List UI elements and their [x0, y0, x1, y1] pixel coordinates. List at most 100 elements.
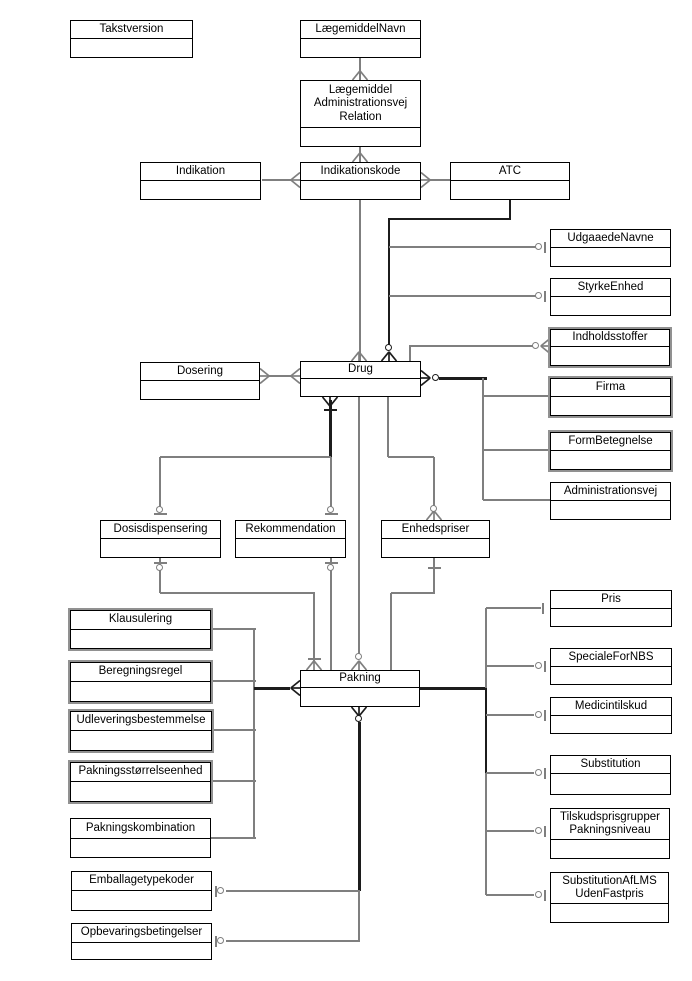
cardinality-one-marker [324, 562, 338, 564]
crow-foot-many-marker [425, 510, 443, 520]
relationship-line [486, 772, 534, 774]
crow-foot-many-marker [540, 337, 550, 355]
entity-beregningsregel[interactable]: Beregningsregel [70, 662, 211, 702]
relationship-line [226, 940, 360, 942]
cardinality-one-marker [215, 935, 217, 947]
relationship-line [211, 628, 256, 630]
relationship-line [226, 890, 360, 892]
entity-dosisdispensering[interactable]: Dosisdispensering [100, 520, 221, 558]
cardinality-one-marker [542, 602, 544, 614]
relationship-line [485, 773, 487, 895]
relationship-line [389, 246, 536, 248]
entity-indikationskode[interactable]: Indikationskode [300, 162, 421, 200]
entity-substitution[interactable]: Substitution [550, 755, 671, 795]
entity-formbetegnelse[interactable]: FormBetegnelse [550, 432, 671, 470]
cardinality-one-marker [307, 658, 321, 660]
cardinality-one-marker [323, 409, 337, 411]
cardinality-zero-marker [534, 242, 542, 250]
cardinality-zero-marker [534, 826, 542, 834]
entity-pakningsstoerrelseenhed[interactable]: Pakningsstørrelseenhed [70, 762, 211, 802]
relationship-line [262, 179, 291, 181]
entity-pakningskombination[interactable]: Pakningskombination [70, 818, 211, 858]
cardinality-one-marker [544, 290, 546, 302]
relationship-line [486, 607, 541, 609]
cardinality-one-marker [544, 709, 546, 721]
relationship-line [211, 780, 256, 782]
entity-pris[interactable]: Pris [550, 590, 672, 627]
relationship-line [328, 400, 332, 457]
entity-indholdsstoffer[interactable]: Indholdsstoffer [550, 329, 670, 366]
relationship-line [160, 592, 315, 594]
entity-takstversion[interactable]: Takstversion [70, 20, 193, 58]
entity-title: Lægemiddel Administrationsvej Relation [301, 81, 420, 128]
entity-title: Medicintilskud [551, 698, 671, 716]
entity-substitutionaflms-udenfastpris[interactable]: SubstitutionAfLMS UdenFastpris [550, 872, 669, 923]
crow-foot-many-marker [350, 351, 368, 361]
relationship-line [387, 397, 389, 457]
crow-foot-many-marker [350, 707, 368, 717]
entity-firma[interactable]: Firma [550, 378, 671, 416]
relationship-line [388, 218, 390, 346]
entity-laegemiddelnavn[interactable]: LægemiddelNavn [300, 20, 421, 58]
entity-enhedspriser[interactable]: Enhedspriser [381, 520, 490, 558]
cardinality-one-marker [544, 241, 546, 253]
entity-title: Emballagetypekoder [72, 872, 211, 891]
cardinality-one-marker [427, 567, 441, 569]
entity-title: Dosisdispensering [101, 521, 220, 539]
entity-rekommendation[interactable]: Rekommendation [235, 520, 346, 558]
cardinality-one-marker [544, 825, 546, 837]
entity-drug[interactable]: Drug [300, 361, 421, 397]
entity-title: Udleveringsbestemmelse [71, 712, 211, 731]
entity-title: Firma [551, 379, 670, 397]
relationship-line [388, 456, 434, 458]
cardinality-zero-marker [534, 710, 542, 718]
entity-dosering[interactable]: Dosering [140, 362, 260, 400]
entity-administrationsvej[interactable]: Administrationsvej [550, 482, 671, 520]
entity-title: Pakningskombination [71, 819, 210, 839]
relationship-line [253, 629, 255, 838]
relationship-line [485, 688, 487, 773]
relationship-line [391, 592, 434, 594]
entity-title: Beregningsregel [71, 663, 210, 682]
crow-foot-many-marker [351, 152, 369, 162]
entity-emballagetypekoder[interactable]: Emballagetypekoder [71, 871, 212, 911]
cardinality-zero-marker [216, 936, 224, 944]
entity-title: Klausulering [71, 611, 210, 630]
relationship-line [268, 375, 291, 377]
crow-foot-many-marker [351, 70, 369, 80]
entity-indikation[interactable]: Indikation [140, 162, 261, 200]
entity-atc[interactable]: ATC [450, 162, 570, 200]
entity-specialefornbs[interactable]: SpecialeForNBS [550, 648, 672, 685]
entity-pakning[interactable]: Pakning [300, 670, 420, 707]
entity-tilskudsprisgrupper-pakningsniveau[interactable]: Tilskudsprisgrupper Pakningsniveau [550, 808, 670, 859]
cardinality-one-marker [544, 660, 546, 672]
relationship-line [486, 830, 534, 832]
entity-udgaaedenavne[interactable]: UdgaaedeNavne [550, 229, 671, 267]
entity-opbevaringsbetingelser[interactable]: Opbevaringsbetingelser [71, 923, 212, 960]
relationship-line [254, 686, 290, 690]
relationship-line [420, 686, 487, 690]
entity-title: Indikationskode [301, 163, 420, 181]
relationship-line [212, 729, 256, 731]
cardinality-zero-marker [384, 343, 392, 351]
relationship-line [330, 457, 332, 507]
relationship-line [486, 714, 534, 716]
relationship-line [357, 722, 361, 891]
entity-title: Pakningsstørrelseenhed [71, 763, 210, 782]
relationship-line [509, 200, 511, 220]
crow-foot-many-marker [290, 679, 300, 697]
relationship-line [389, 295, 536, 297]
entity-laegemiddel-administrationsvej-relation[interactable]: Lægemiddel Administrationsvej Relation [300, 80, 421, 147]
entity-styrkeenhed[interactable]: StyrkeEnhed [550, 278, 671, 316]
crow-foot-many-marker [421, 369, 431, 387]
relationship-line [486, 894, 534, 896]
cardinality-zero-marker [216, 886, 224, 894]
entity-title: Drug [301, 362, 420, 379]
relationship-line [159, 457, 161, 507]
entity-title: Substitution [551, 756, 670, 774]
entity-udleveringsbestemmelse[interactable]: Udleveringsbestemmelse [70, 711, 212, 751]
entity-klausulering[interactable]: Klausulering [70, 610, 211, 649]
entity-medicintilskud[interactable]: Medicintilskud [550, 697, 672, 734]
cardinality-one-marker [544, 767, 546, 779]
